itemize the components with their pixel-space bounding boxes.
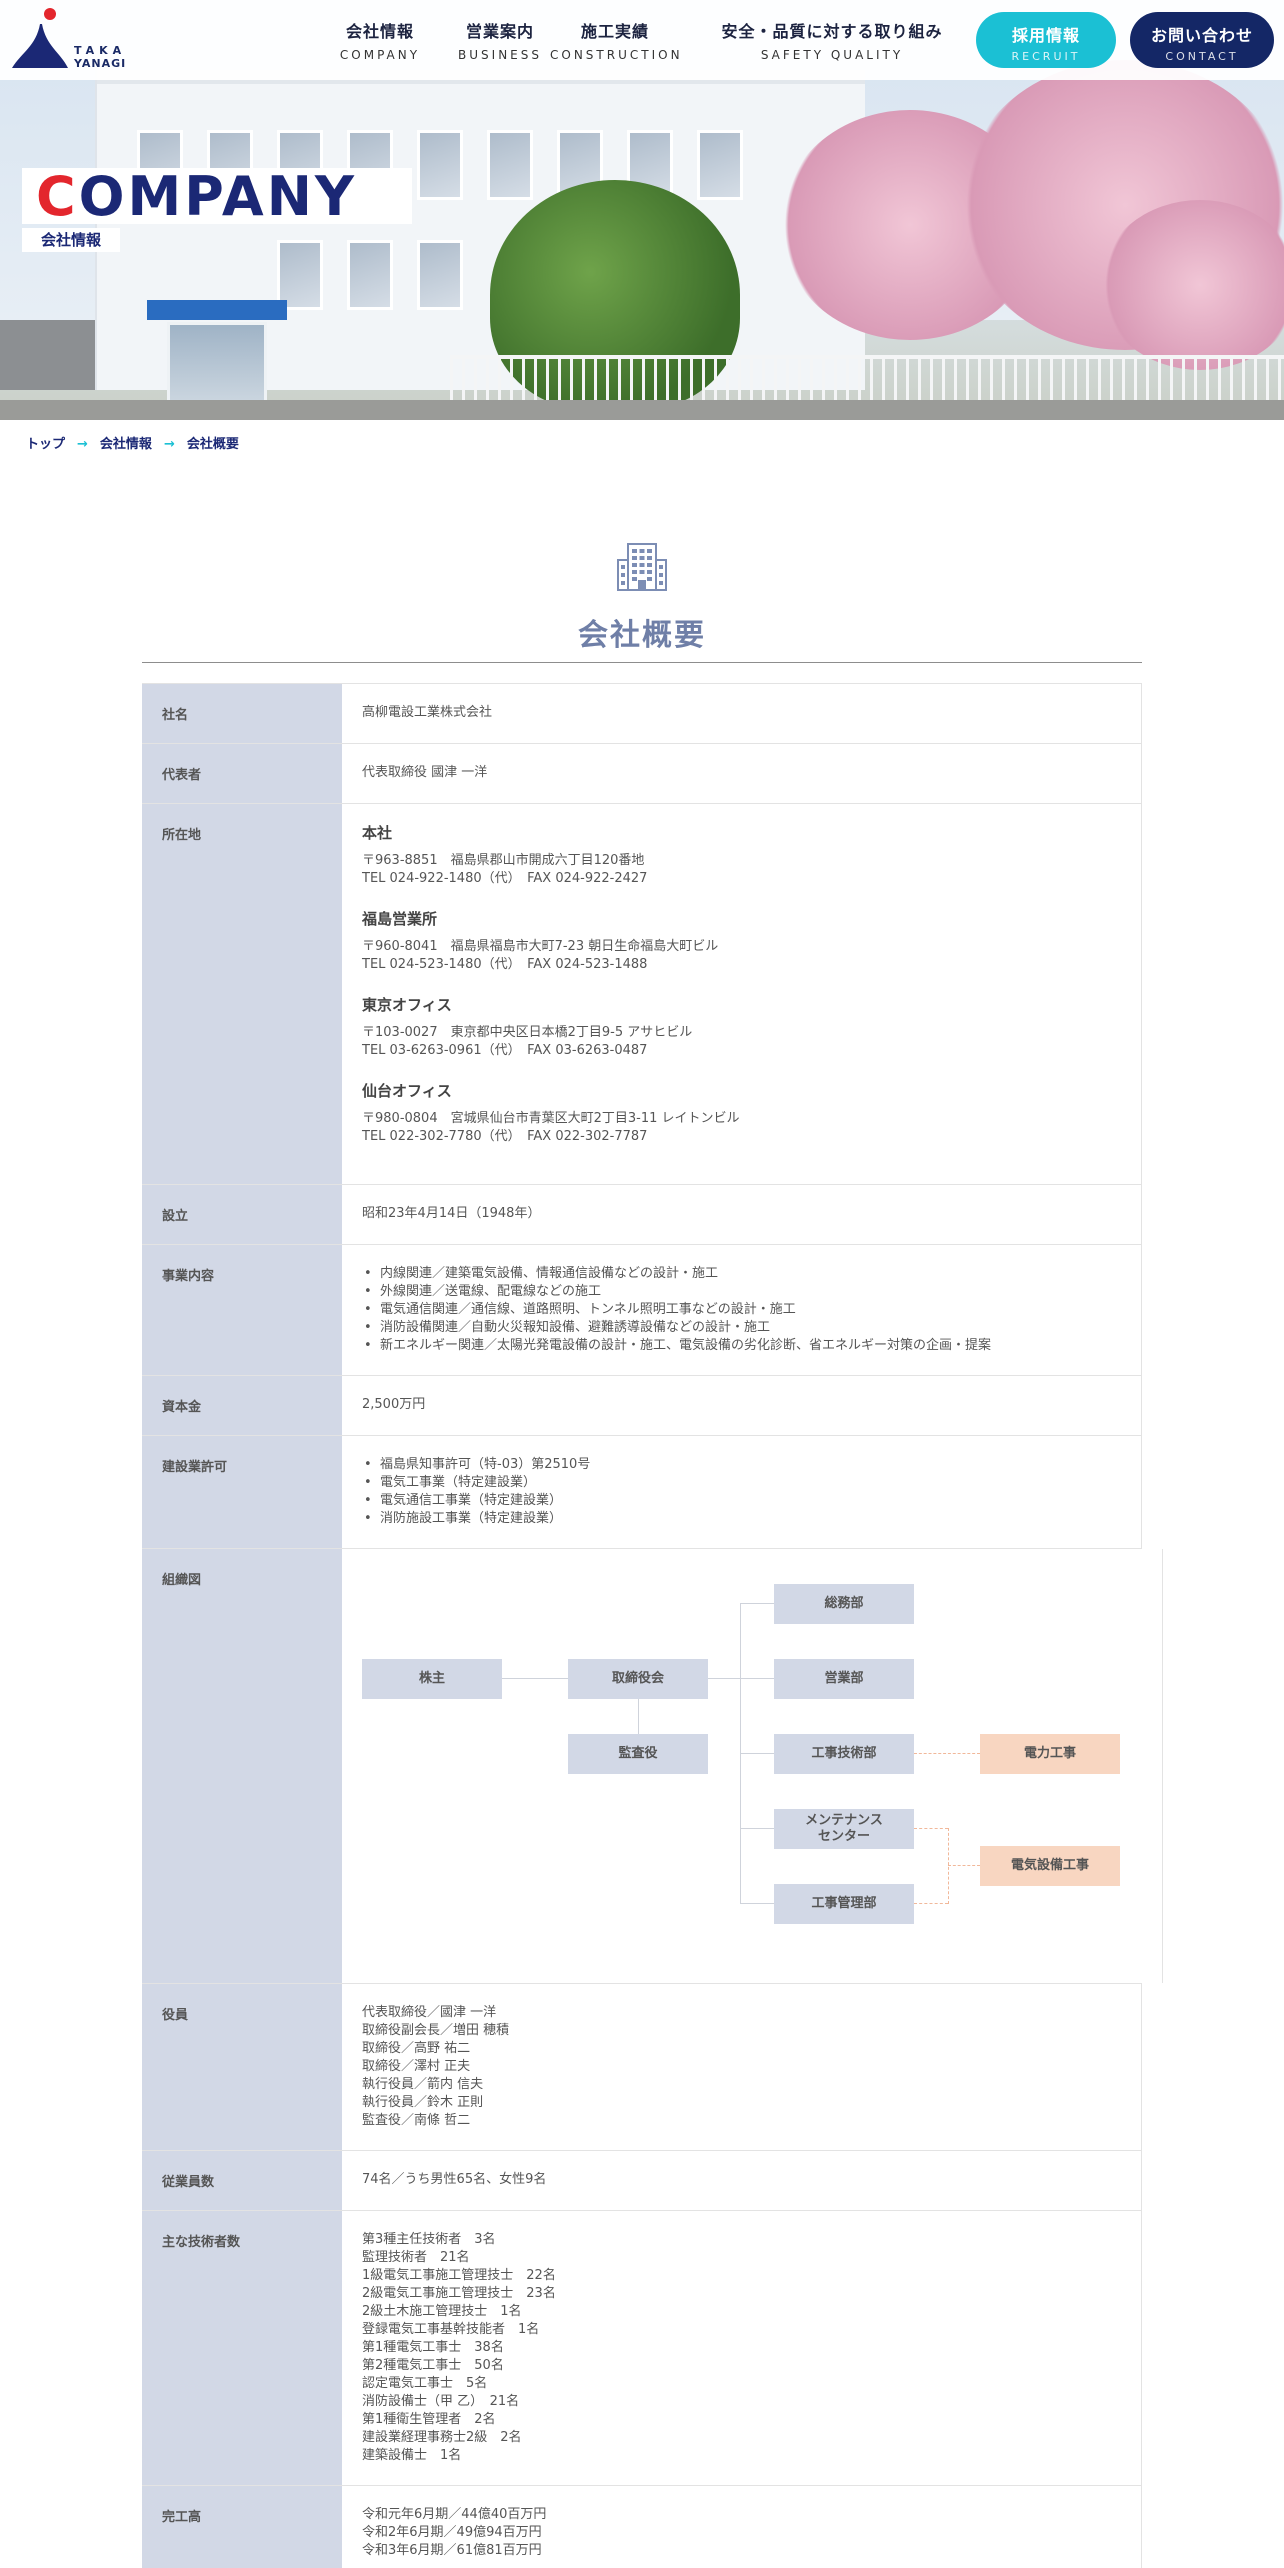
org-box-sales: 営業部 <box>774 1659 914 1699</box>
list-item: 電気通信工事業（特定建設業） <box>362 1492 1121 1510</box>
org-box-construction-management: 工事管理部 <box>774 1884 914 1924</box>
section-divider <box>142 662 1142 663</box>
org-box-power-work: 電力工事 <box>980 1734 1120 1774</box>
breadcrumb-company[interactable]: 会社情報 <box>99 437 152 452</box>
hero-title: COMPANY <box>36 165 357 228</box>
table-row: 設立 昭和23年4月14日（1948年） <box>142 1185 1142 1245</box>
company-name-value: 高柳電設工業株式会社 <box>342 684 1142 743</box>
row-label: 資本金 <box>142 1376 342 1435</box>
row-label: 組織図 <box>142 1549 342 1983</box>
office-block: 本社 〒963-8851 福島県郡山市開成六丁目120番地 TEL 024-92… <box>362 824 648 886</box>
list-item: 消防施設工事業（特定建設業） <box>362 1510 1121 1528</box>
license-list: 福島県知事許可（特-03）第2510号 電気工事業（特定建設業） 電気通信工事業… <box>362 1456 1121 1528</box>
table-row: 役員 代表取締役／國津 一洋 取締役副会長／増田 穂積 取締役／高野 祐二 取締… <box>142 1984 1142 2151</box>
row-label: 設立 <box>142 1185 342 1244</box>
table-row: 社名 高柳電設工業株式会社 <box>142 684 1142 744</box>
breadcrumb-top[interactable]: トップ <box>26 437 66 452</box>
office-block: 東京オフィス 〒103-0027 東京都中央区日本橋2丁目9-5 アサヒビル T… <box>362 996 693 1058</box>
row-label: 役員 <box>142 1984 342 2150</box>
recruit-button[interactable]: 採用情報 RECRUIT <box>976 12 1116 68</box>
list-item: 電気工事業（特定建設業） <box>362 1474 1121 1492</box>
table-row: 事業内容 内線関連／建築電気設備、情報通信設備などの設計・施工 外線関連／送電線… <box>142 1245 1142 1376</box>
org-chart: 株主 取締役会 監査役 総務部 営業部 工事技術部 メンテナンス センター 工事… <box>362 1569 1142 1949</box>
row-label: 所在地 <box>142 804 342 1184</box>
row-label: 事業内容 <box>142 1245 342 1375</box>
office-block: 福島営業所 〒960-8041 福島県福島市大町7-23 朝日生命福島大町ビル … <box>362 910 719 972</box>
hero-subtitle: 会社情報 <box>22 228 120 252</box>
list-item: 外線関連／送電線、配電線などの施工 <box>362 1283 1121 1301</box>
breadcrumb-arrow-icon: → <box>163 437 175 452</box>
table-row: 従業員数 74名／うち男性65名、女性9名 <box>142 2151 1142 2211</box>
org-box-general-affairs: 総務部 <box>774 1584 914 1624</box>
hero-building <box>95 70 865 412</box>
established-value: 昭和23年4月14日（1948年） <box>342 1185 1142 1244</box>
table-row: 完工高 令和元年6月期／44億40百万円 令和2年6月期／49億94百万円 令和… <box>142 2486 1142 2568</box>
row-label: 社名 <box>142 684 342 743</box>
officers-value: 代表取締役／國津 一洋 取締役副会長／増田 穂積 取締役／高野 祐二 取締役／澤… <box>342 1984 1142 2150</box>
org-box-auditor: 監査役 <box>568 1734 708 1774</box>
table-row: 所在地 本社 〒963-8851 福島県郡山市開成六丁目120番地 TEL 02… <box>142 804 1142 1185</box>
hero-title-box: COMPANY <box>22 168 412 224</box>
list-item: 福島県知事許可（特-03）第2510号 <box>362 1456 1121 1474</box>
org-box-maintenance: メンテナンス センター <box>774 1809 914 1849</box>
completed-value: 令和元年6月期／44億40百万円 令和2年6月期／49億94百万円 令和3年6月… <box>342 2486 1142 2568</box>
list-item: 消防設備関連／自動火災報知設備、避難誘導設備などの設計・施工 <box>362 1319 1121 1337</box>
logo-text: TAKA YANAGI <box>74 44 127 70</box>
row-label: 完工高 <box>142 2486 342 2568</box>
business-list: 内線関連／建築電気設備、情報通信設備などの設計・施工 外線関連／送電線、配電線な… <box>362 1265 1121 1355</box>
office-block: 仙台オフィス 〒980-0804 宮城県仙台市青葉区大町2丁目3-11 レイトン… <box>362 1082 740 1144</box>
site-header: TAKA YANAGI 会社情報 COMPANY 営業案内 BUSINESS 施… <box>0 0 1284 80</box>
table-row: 建設業許可 福島県知事許可（特-03）第2510号 電気工事業（特定建設業） 電… <box>142 1436 1142 1549</box>
org-box-board: 取締役会 <box>568 1659 708 1699</box>
nav-safety-quality[interactable]: 安全・品質に対する取り組み SAFETY QUALITY <box>721 22 943 62</box>
table-row: 代表者 代表取締役 國津 一洋 <box>142 744 1142 804</box>
row-label: 従業員数 <box>142 2151 342 2210</box>
business-value: 内線関連／建築電気設備、情報通信設備などの設計・施工 外線関連／送電線、配電線な… <box>342 1245 1142 1375</box>
breadcrumb-current: 会社概要 <box>186 437 239 452</box>
building-icon <box>617 543 667 591</box>
table-row: 主な技術者数 第3種主任技術者 3名 監理技術者 21名 1級電気工事施工管理技… <box>142 2211 1142 2486</box>
org-box-electrical-work: 電気設備工事 <box>980 1846 1120 1886</box>
list-item: 内線関連／建築電気設備、情報通信設備などの設計・施工 <box>362 1265 1121 1283</box>
site-logo[interactable]: TAKA YANAGI <box>10 6 140 72</box>
hero-house <box>0 320 95 390</box>
engineers-value: 第3種主任技術者 3名 監理技術者 21名 1級電気工事施工管理技士 22名 2… <box>342 2211 1142 2485</box>
breadcrumb-arrow-icon: → <box>77 437 88 452</box>
org-chart-value: 株主 取締役会 監査役 総務部 営業部 工事技術部 メンテナンス センター 工事… <box>342 1549 1163 1983</box>
nav-business[interactable]: 営業案内 BUSINESS <box>458 22 542 62</box>
section-title: 会社概要 <box>578 618 706 653</box>
employees-value: 74名／うち男性65名、女性9名 <box>342 2151 1142 2210</box>
nav-construction[interactable]: 施工実績 CONSTRUCTION <box>550 22 683 62</box>
table-row: 組織図 株主 取締役会 監査役 総務部 営業部 <box>142 1549 1163 1984</box>
nav-company[interactable]: 会社情報 COMPANY <box>339 22 421 62</box>
breadcrumb: トップ → 会社情報 → 会社概要 <box>26 433 239 452</box>
row-label: 代表者 <box>142 744 342 803</box>
org-box-engineering: 工事技術部 <box>774 1734 914 1774</box>
row-label: 主な技術者数 <box>142 2211 342 2485</box>
license-value: 福島県知事許可（特-03）第2510号 電気工事業（特定建設業） 電気通信工事業… <box>342 1436 1142 1548</box>
list-item: 電気通信関連／通信線、道路照明、トンネル照明工事などの設計・施工 <box>362 1301 1121 1319</box>
address-value: 本社 〒963-8851 福島県郡山市開成六丁目120番地 TEL 024-92… <box>342 804 1142 1184</box>
representative-value: 代表取締役 國津 一洋 <box>342 744 1142 803</box>
list-item: 新エネルギー関連／太陽光発電設備の設計・施工、電気設備の劣化診断、省エネルギー対… <box>362 1337 1121 1355</box>
row-label: 建設業許可 <box>142 1436 342 1548</box>
capital-value: 2,500万円 <box>342 1376 1142 1435</box>
table-row: 資本金 2,500万円 <box>142 1376 1142 1436</box>
contact-button[interactable]: お問い合わせ CONTACT <box>1130 12 1274 68</box>
company-profile-table: 社名 高柳電設工業株式会社 代表者 代表取締役 國津 一洋 所在地 本社 〒96… <box>142 683 1163 2568</box>
logo-mountain-icon <box>12 8 68 68</box>
org-box-shareholders: 株主 <box>362 1659 502 1699</box>
